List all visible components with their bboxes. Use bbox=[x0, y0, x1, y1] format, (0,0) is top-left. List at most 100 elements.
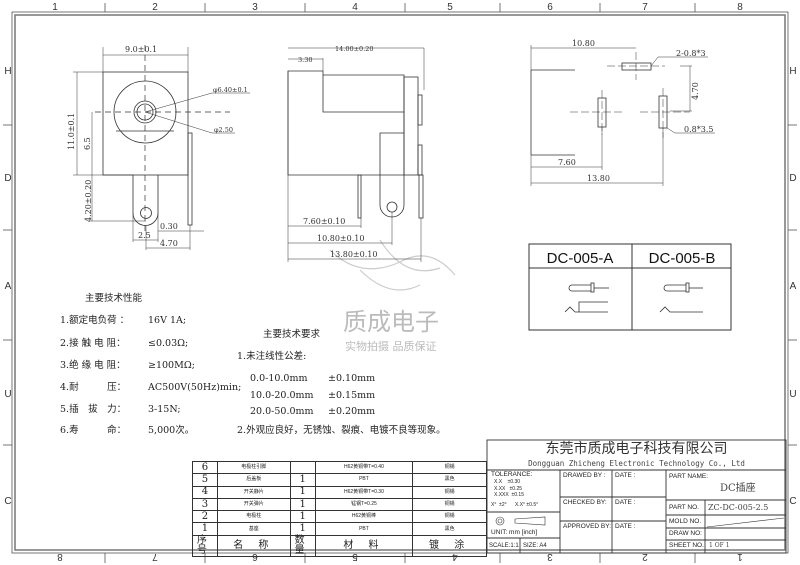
bom-cell-plating: 铜锡 bbox=[412, 510, 487, 524]
frame-letter: A bbox=[5, 281, 12, 292]
dim-pin1: 7.60±0.10 bbox=[303, 217, 345, 226]
frame-letter: U bbox=[789, 389, 796, 400]
tolerance-line: X.XXX ±0.15 bbox=[494, 492, 524, 498]
bom-cell-plating: 铜锡 bbox=[412, 497, 487, 512]
checked-by-label: CHECKED BY: bbox=[563, 499, 607, 506]
sheet-no-value: 1 OF 1 bbox=[709, 542, 730, 549]
tolerance-line: X.XX ±0.25 bbox=[494, 485, 523, 492]
bom-header-cell: 数量 bbox=[289, 534, 316, 557]
tolerance-range: 20.0-50.0mm bbox=[250, 406, 314, 417]
company-name-cn: 东莞市质成电子科技有限公司 bbox=[545, 441, 728, 457]
frame-number: 7 bbox=[642, 2, 648, 13]
frame-letter: C bbox=[789, 496, 796, 507]
approved-by-label: APPROVED BY: bbox=[563, 523, 612, 530]
dim-pin2: 13.80 bbox=[587, 174, 610, 183]
bom-cell-qty: 1 bbox=[289, 510, 316, 524]
performance-value: ≤0.03Ω; bbox=[148, 338, 189, 349]
dim-pin-thickness: 0.30 bbox=[160, 222, 178, 231]
part-no-value: ZC-DC-005-2.5 bbox=[708, 503, 769, 512]
part-no-label: PART NO. bbox=[669, 504, 699, 511]
part-name-value: DC插座 bbox=[720, 483, 756, 494]
dim-pin-offset: 4.70 bbox=[160, 239, 178, 248]
performance-label: 5.插 拔 力： bbox=[60, 404, 127, 415]
tolerance-line: X.X ±0.30 bbox=[494, 479, 521, 485]
bom-cell-qty: 1 bbox=[289, 497, 316, 512]
bom-cell-material: H62黄铜带T=0.40 bbox=[314, 460, 414, 475]
frame-number: 2 bbox=[152, 2, 158, 13]
watermark-slogan: 实物拍摄 品质保证 bbox=[345, 339, 437, 353]
frame-number: 1 bbox=[52, 2, 58, 13]
bom-cell-plating: 铜锡 bbox=[412, 485, 487, 499]
frame-letter: H bbox=[789, 66, 796, 77]
frame-number: 7 bbox=[152, 551, 158, 562]
dim-length: 14.00±0.20 bbox=[335, 45, 374, 53]
frame-number: 6 bbox=[252, 551, 258, 562]
dim-pad-right: 0.8*3.5 bbox=[684, 125, 713, 134]
frame-letter: H bbox=[4, 66, 11, 77]
dim-pin-dia: φ2.50 bbox=[214, 126, 233, 134]
bom-cell-name: 开关静片 bbox=[216, 485, 291, 499]
frame-number: 4 bbox=[452, 551, 458, 562]
frame-number: 3 bbox=[252, 2, 258, 13]
variant-b-label: DC-005-B bbox=[649, 250, 716, 267]
bom-cell-no: 3 bbox=[192, 497, 218, 512]
dim-outer-dia: φ6.40±0.1 bbox=[213, 86, 248, 94]
bom-cell-no: 1 bbox=[192, 522, 218, 536]
tolerance-value: ±0.15mm bbox=[328, 390, 376, 401]
bom-cell-plating: 黑色 bbox=[412, 473, 487, 487]
performance-value: 16V 1A; bbox=[148, 315, 187, 326]
frame-number: 8 bbox=[737, 2, 743, 13]
bom-cell-no: 2 bbox=[192, 510, 218, 524]
frame-letter: D bbox=[4, 173, 11, 184]
bom-cell-qty: 1 bbox=[289, 485, 316, 499]
dim-pin2: 10.80±0.10 bbox=[317, 234, 364, 243]
frame-letter: D bbox=[789, 173, 796, 184]
bom-cell-material: 锰钢T=0.25 bbox=[314, 497, 414, 512]
performance-value: 5,000次。 bbox=[148, 425, 195, 436]
bom-cell-name: 后盖板 bbox=[216, 473, 291, 487]
tolerance-label: TOLERANCE: bbox=[491, 471, 533, 478]
bom-cell-name: 电极柱 bbox=[216, 510, 291, 524]
schematic-a bbox=[564, 282, 609, 313]
bom-header-cell: 名 称 bbox=[216, 534, 291, 557]
bom-cell-material: H62黄铜带T=0.30 bbox=[314, 485, 414, 499]
performance-label: 2.接 触 电 阻： bbox=[60, 338, 126, 349]
performance-title: 主要技术性能 bbox=[85, 293, 143, 304]
part-name-label: PART NAME: bbox=[669, 473, 709, 480]
dim-tab-length: 4.20±0.20 bbox=[84, 180, 93, 222]
bom-cell-no: 5 bbox=[192, 473, 218, 487]
frame-number: 1 bbox=[737, 551, 743, 562]
scale-label: SCALE:1:1 bbox=[489, 543, 519, 549]
performance-label: 1.额定电负荷 ： bbox=[60, 315, 130, 326]
performance-label: 4.耐 压： bbox=[60, 382, 127, 393]
front-view: 9.0±0.1 11.0±0.1 6.5 4.20±0.20 0.30 2.5 … bbox=[67, 45, 250, 250]
tolerance-range: 0.0-10.0mm bbox=[250, 373, 308, 384]
dim-top: 10.80 bbox=[572, 39, 595, 48]
dim-vert: 4.70 bbox=[691, 82, 700, 100]
pcb-footprint: 10.80 2-0.8*3 4.70 0.8*3.5 7.60 13.80 bbox=[530, 39, 715, 186]
date-label: DATE : bbox=[615, 472, 636, 479]
tolerance-range: 10.0-20.0mm bbox=[250, 390, 314, 401]
date-label: DATE : bbox=[615, 523, 636, 530]
bom-header-cell: 材 料 bbox=[314, 534, 414, 557]
bom-cell-plating: 铜锡 bbox=[412, 460, 487, 475]
bom-cell-name: 开关弹片 bbox=[216, 497, 291, 512]
frame-number: 2 bbox=[642, 551, 648, 562]
bom-cell-name: 基座 bbox=[216, 522, 291, 536]
unit-label: UNIT: mm [inch] bbox=[491, 529, 538, 536]
dim-width: 9.0±0.1 bbox=[125, 45, 157, 54]
performance-value: 3-15N; bbox=[148, 404, 181, 415]
frame-number: 4 bbox=[352, 2, 358, 13]
dim-tab-width: 2.5 bbox=[138, 231, 151, 240]
mold-no-label: MOLD NO. bbox=[669, 518, 702, 525]
variant-table: DC-005-A DC-005-B bbox=[528, 243, 732, 331]
company-name-en: Dongguan Zhicheng Electronic Technology … bbox=[528, 459, 745, 468]
tolerance-line: X° ±2° X.X° ±0.5° bbox=[491, 502, 539, 508]
